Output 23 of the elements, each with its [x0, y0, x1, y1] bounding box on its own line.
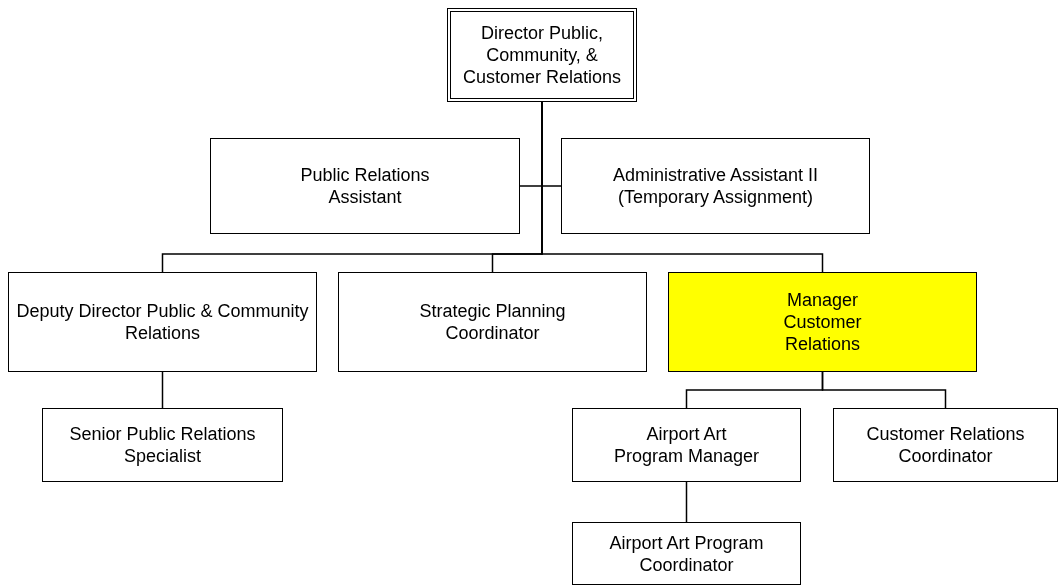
position-title: Director Public, Community, & Customer Relations: [461, 22, 623, 88]
position-title: Strategic Planning Coordinator: [418, 300, 567, 344]
position-title: Deputy Director Public & Community Relations: [15, 300, 310, 344]
director-box: [447, 8, 637, 102]
position-box: [572, 408, 801, 482]
position-title: Customer Relations Coordinator: [865, 423, 1026, 467]
position-box: [338, 272, 647, 372]
position-box: [8, 272, 317, 372]
position-title: Airport Art Program Coordinator: [608, 531, 765, 576]
position-box: [572, 522, 801, 585]
position-box: [833, 408, 1058, 482]
position-title: Senior Public Relations Specialist: [68, 423, 257, 467]
position-title: Manager Customer Relations: [782, 289, 863, 355]
connector-line: [821, 371, 947, 409]
connector-line: [161, 371, 164, 409]
position-title: Public Relations Assistant: [299, 164, 431, 208]
connector-line: [685, 481, 688, 523]
position-box: [210, 138, 520, 234]
position-box: [42, 408, 283, 482]
highlighted-position-box: [668, 272, 977, 372]
position-title: Airport Art Program Manager: [612, 423, 761, 467]
position-title: Administrative Assistant II (Temporary Assignment): [611, 164, 820, 208]
position-box: [561, 138, 870, 234]
